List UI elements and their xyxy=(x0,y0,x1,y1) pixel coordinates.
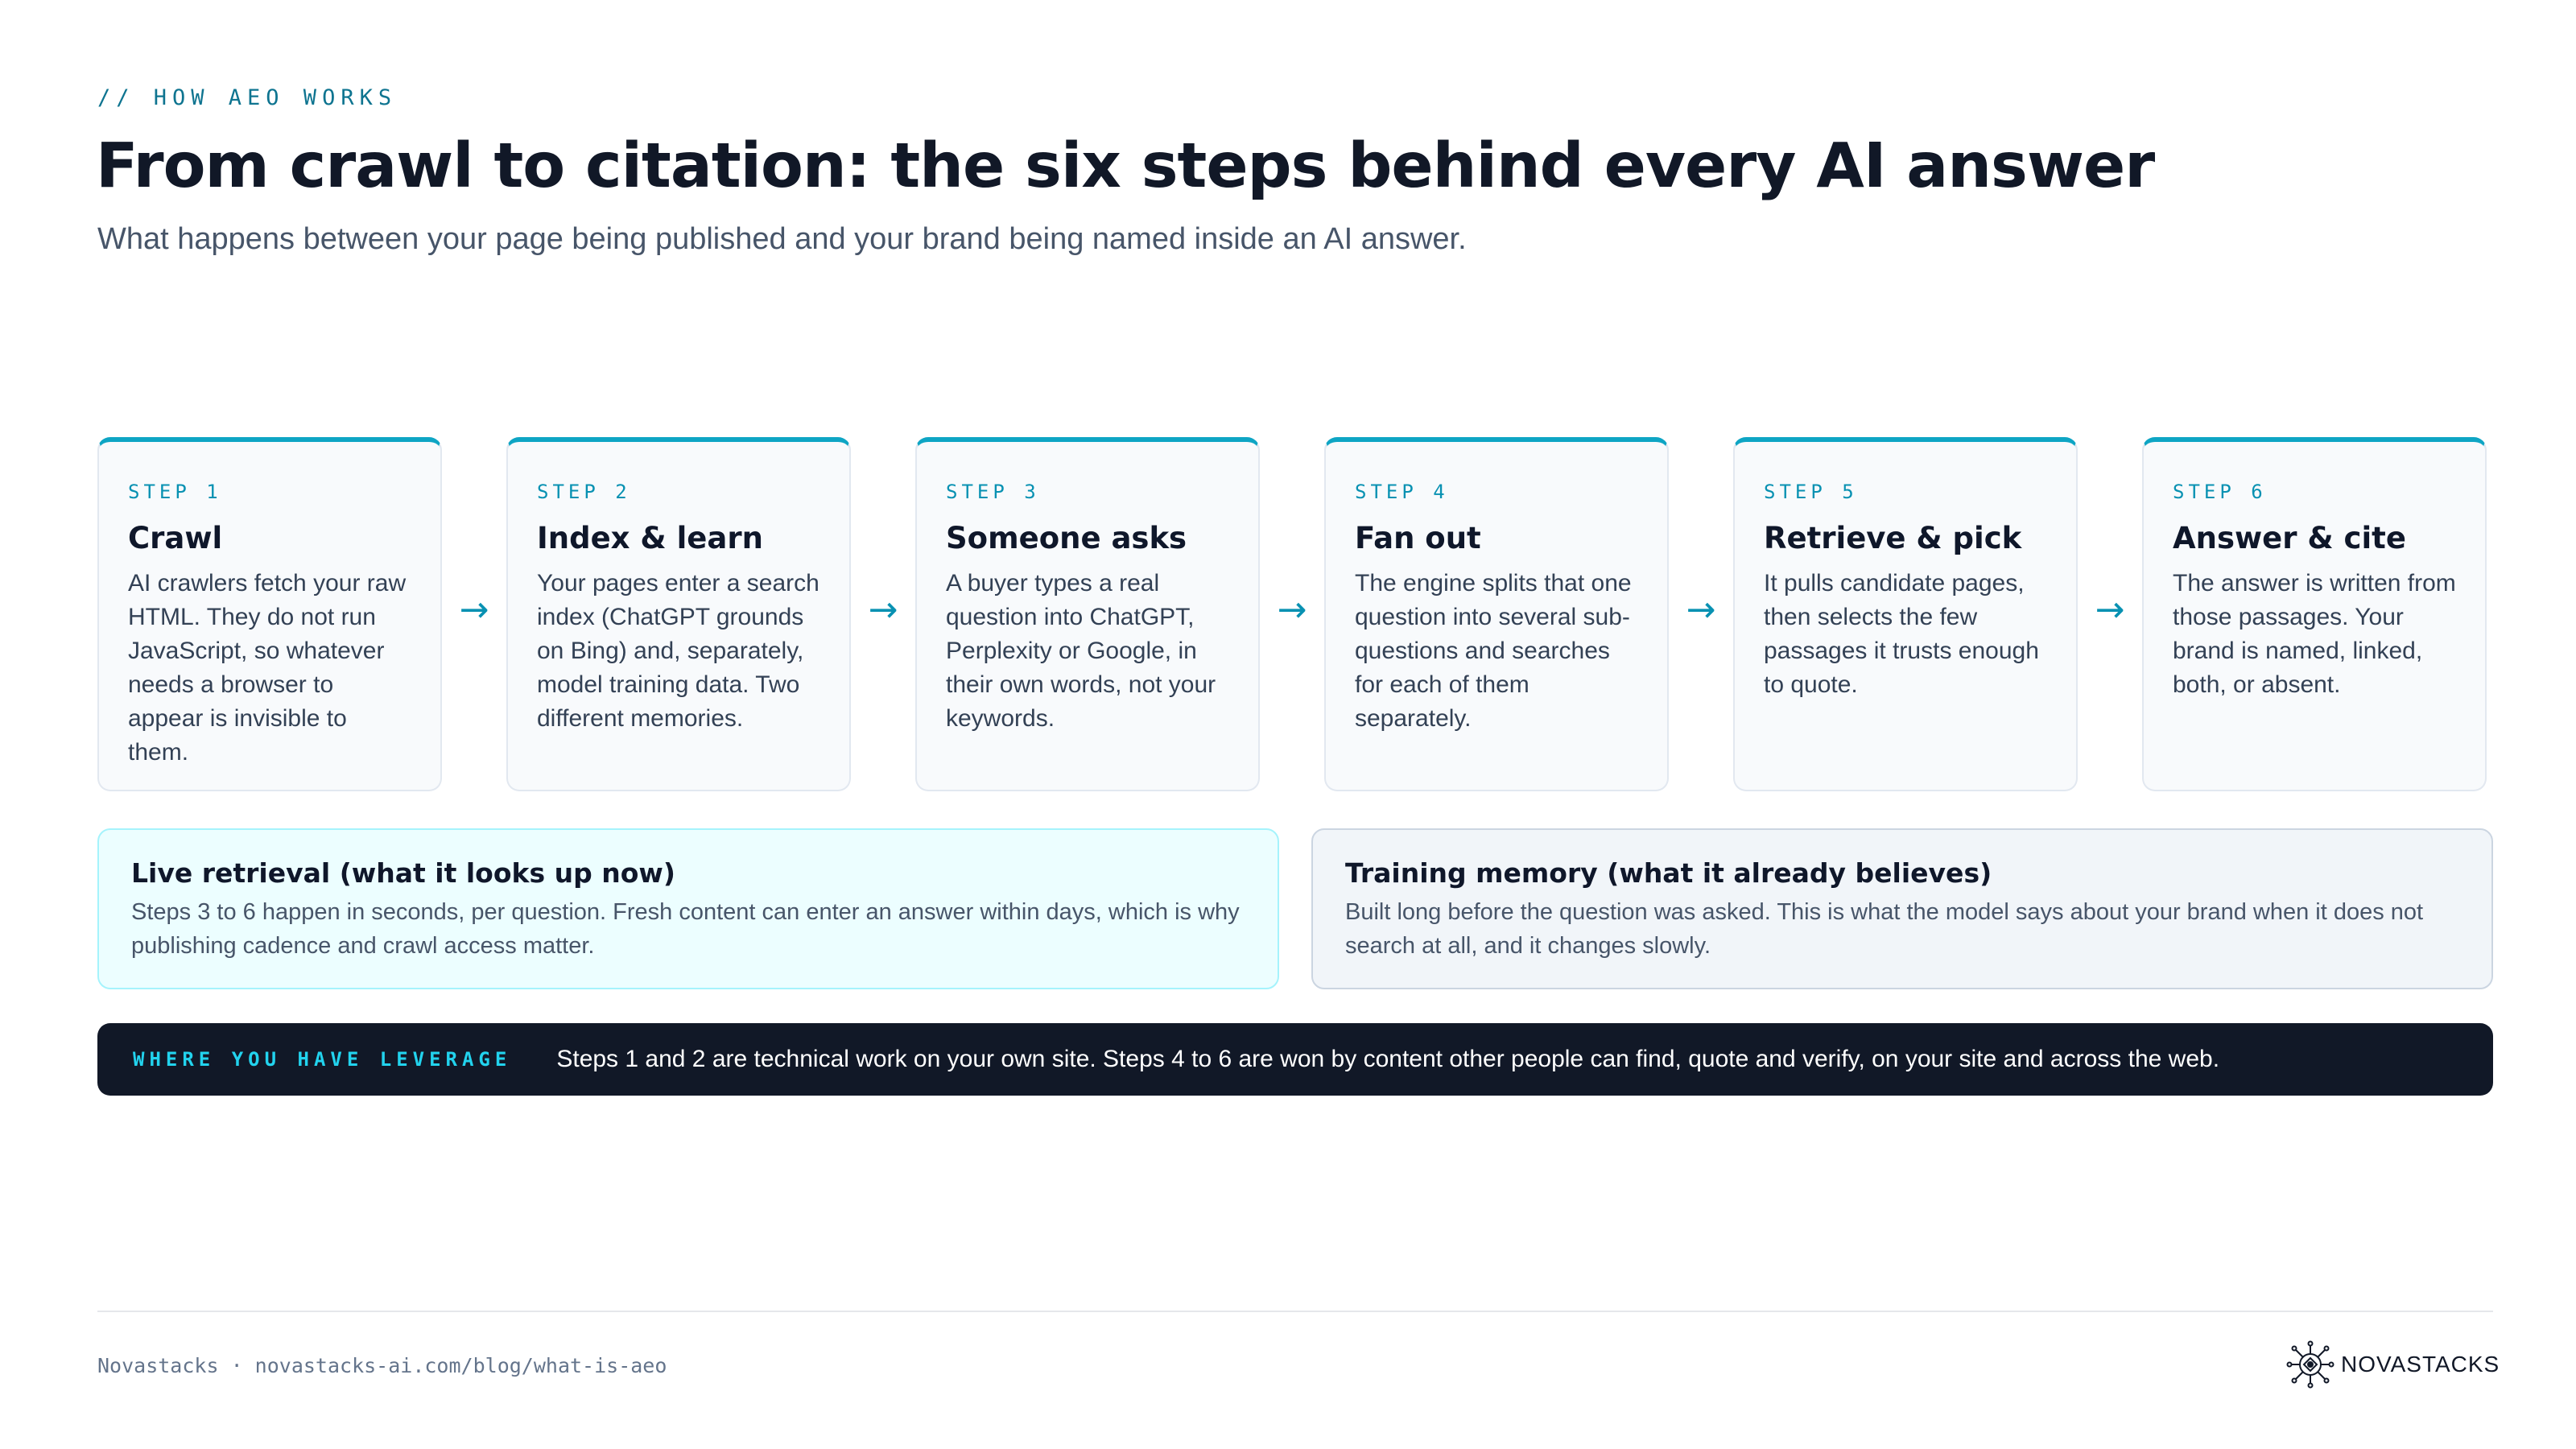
step-card-3: STEP 3 Someone asks A buyer types a real… xyxy=(915,437,1260,791)
novastacks-logo-icon xyxy=(2286,1340,2334,1389)
step-title: Index & learn xyxy=(537,521,763,555)
leverage-bar: WHERE YOU HAVE LEVERAGE Steps 1 and 2 ar… xyxy=(97,1023,2493,1096)
step-card-5: STEP 5 Retrieve & pick It pulls candidat… xyxy=(1733,437,2078,791)
step-title: Retrieve & pick xyxy=(1764,521,2022,555)
live-retrieval-title: Live retrieval (what it looks up now) xyxy=(131,857,675,889)
step-label: STEP 2 xyxy=(537,481,631,503)
step-label: STEP 5 xyxy=(1764,481,1858,503)
brand-lockup: NOVASTACKS xyxy=(2286,1339,2500,1390)
leverage-text: Steps 1 and 2 are technical work on your… xyxy=(556,1046,2220,1072)
steps-row: STEP 1 Crawl AI crawlers fetch your raw … xyxy=(97,437,2493,791)
arrow-right-icon: → xyxy=(2095,589,2125,630)
step-title: Fan out xyxy=(1355,521,1481,555)
arrow-right-icon: → xyxy=(868,589,898,630)
arrow-right-icon: → xyxy=(1277,589,1307,630)
step-title: Someone asks xyxy=(946,521,1187,555)
arrow-right-icon: → xyxy=(459,589,489,630)
step-label: STEP 1 xyxy=(128,481,222,503)
step-card-1: STEP 1 Crawl AI crawlers fetch your raw … xyxy=(97,437,442,791)
footer-source: Novastacks · novastacks-ai.com/blog/what… xyxy=(97,1354,667,1377)
step-body: The answer is written from those passage… xyxy=(2173,570,2456,698)
arrow-right-icon: → xyxy=(1686,589,1716,630)
live-retrieval-band: Live retrieval (what it looks up now) St… xyxy=(97,828,1279,989)
step-card-4: STEP 4 Fan out The engine splits that on… xyxy=(1324,437,1669,791)
step-body: Your pages enter a search index (ChatGPT… xyxy=(537,570,819,732)
live-retrieval-body: Steps 3 to 6 happen in seconds, per ques… xyxy=(131,899,1240,959)
page-title: From crawl to citation: the six steps be… xyxy=(96,130,2155,202)
step-label: STEP 3 xyxy=(946,481,1040,503)
brand-name: NOVASTACKS xyxy=(2341,1352,2500,1377)
step-body: A buyer types a real question into ChatG… xyxy=(946,570,1216,732)
step-card-6: STEP 6 Answer & cite The answer is writt… xyxy=(2142,437,2487,791)
step-label: STEP 4 xyxy=(1355,481,1449,503)
footer-divider xyxy=(97,1311,2493,1312)
training-memory-band: Training memory (what it already believe… xyxy=(1311,828,2493,989)
page-subtitle: What happens between your page being pub… xyxy=(97,222,1467,256)
training-memory-title: Training memory (what it already believe… xyxy=(1345,857,1992,889)
training-memory-body: Built long before the question was asked… xyxy=(1345,899,2424,959)
step-card-2: STEP 2 Index & learn Your pages enter a … xyxy=(506,437,851,791)
step-title: Answer & cite xyxy=(2173,521,2406,555)
eyebrow: // HOW AEO WORKS xyxy=(97,85,398,110)
step-body: It pulls candidate pages, then selects t… xyxy=(1764,570,2039,698)
step-title: Crawl xyxy=(128,521,223,555)
leverage-label: WHERE YOU HAVE LEVERAGE xyxy=(133,1048,512,1071)
step-body: The engine splits that one question into… xyxy=(1355,570,1632,732)
step-body: AI crawlers fetch your raw HTML. They do… xyxy=(128,570,407,766)
step-label: STEP 6 xyxy=(2173,481,2267,503)
